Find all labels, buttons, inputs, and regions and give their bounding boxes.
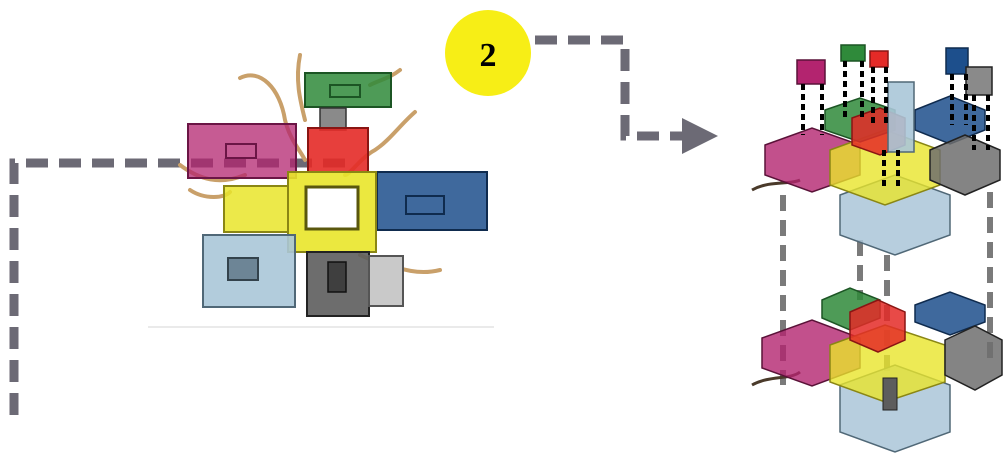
light-gray-module	[368, 255, 404, 307]
upper-level	[751, 44, 1001, 256]
yellow-left-module	[223, 185, 289, 233]
raised-red-box	[869, 50, 889, 68]
light-blue-module-inner	[227, 257, 259, 281]
raised-magenta-box	[796, 59, 826, 85]
upper-gray-block	[929, 134, 1001, 196]
dark-gray-module-inner	[327, 261, 347, 293]
step-badge: 2	[445, 10, 531, 96]
plan-view-diagram	[148, 53, 494, 328]
lower-dark-column	[882, 377, 898, 411]
yellow-center-opening	[304, 185, 360, 231]
blue-module	[376, 171, 488, 231]
lower-red-block	[849, 299, 906, 353]
raised-gray-box	[965, 66, 993, 96]
blue-module-inner	[405, 195, 445, 215]
lower-gray-block	[944, 325, 1003, 391]
lower-blue-block	[914, 291, 986, 336]
magenta-module-inner	[225, 143, 257, 159]
green-module	[304, 72, 392, 108]
gray-connector	[319, 107, 347, 131]
lower-level	[751, 287, 1003, 453]
magenta-module	[187, 123, 297, 179]
upper-lightblue-tower	[887, 81, 915, 153]
raised-blue-box	[945, 47, 969, 75]
green-module-inner	[329, 84, 361, 98]
exploded-axonometric-diagram	[751, 44, 1003, 453]
support-columns	[801, 61, 990, 190]
dashed-arrow-right-icon	[535, 35, 718, 154]
raised-green-box	[840, 44, 866, 62]
red-module	[307, 127, 369, 173]
step-badge-label: 2	[480, 37, 497, 74]
step-badge-circle	[445, 10, 531, 96]
